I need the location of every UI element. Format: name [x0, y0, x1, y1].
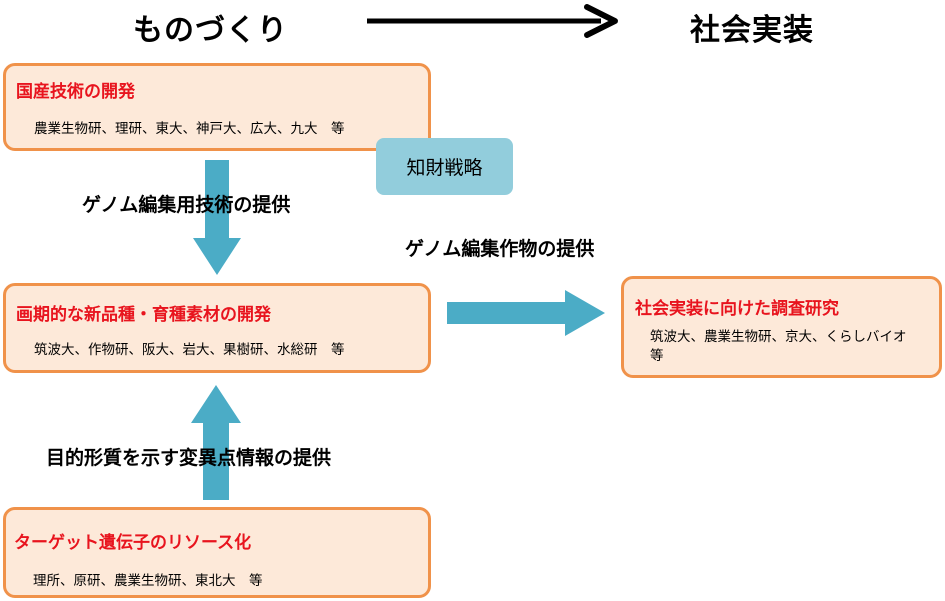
box-institutions: 農業生物研、理研、東大、神戸大、広大、九大 等 [34, 121, 345, 137]
box-institutions: 理所、原研、農業生物研、東北大 等 [33, 573, 263, 589]
right-arrow [447, 290, 605, 336]
heading-social-implementation: 社会実装 [690, 13, 814, 48]
box-title: 国産技術の開発 [16, 82, 135, 102]
box-title: ターゲット遺伝子のリソース化 [14, 533, 252, 553]
up-arrow [191, 385, 241, 500]
label-crop-provision: ゲノム編集作物の提供 [405, 238, 595, 260]
box-domestic-technology: 国産技術の開発 農業生物研、理研、東大、神戸大、広大、九大 等 [3, 63, 431, 151]
box-target-gene-resources: ターゲット遺伝子のリソース化 理所、原研、農業生物研、東北大 等 [3, 507, 431, 598]
ip-strategy-note: 知財戦略 [376, 138, 513, 195]
progress-arrow [367, 4, 618, 38]
box-institutions: 筑波大、作物研、阪大、岩大、果樹研、水総研 等 [34, 342, 345, 358]
label-technology-provision: ゲノム編集用技術の提供 [82, 194, 291, 216]
down-arrow [193, 160, 241, 275]
box-breeding-development: 画期的な新品種・育種素材の開発 筑波大、作物研、阪大、岩大、果樹研、水総研 等 [3, 283, 431, 373]
box-title: 社会実装に向けた調査研究 [635, 299, 839, 319]
box-social-implementation-research: 社会実装に向けた調査研究 筑波大、農業生物研、京大、くらしバイオ 等 [621, 276, 942, 378]
box-title: 画期的な新品種・育種素材の開発 [16, 305, 271, 325]
box-institutions: 筑波大、農業生物研、京大、くらしバイオ 等 [650, 329, 920, 364]
label-mutation-info-provision: 目的形質を示す変異点情報の提供 [46, 447, 332, 469]
heading-monozukuri: ものづくり [133, 13, 288, 48]
